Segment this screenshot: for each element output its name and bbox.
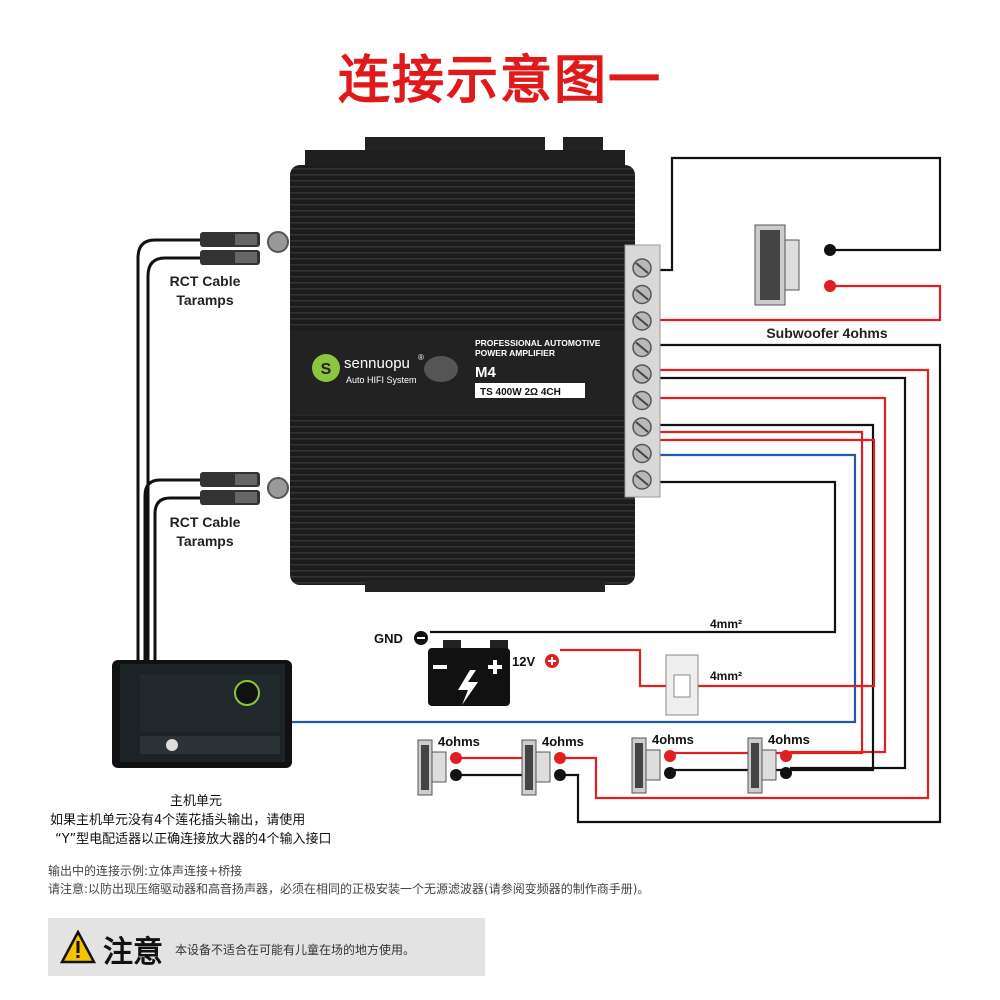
screw-slot xyxy=(635,368,649,380)
positive-terminal-icon xyxy=(780,750,792,762)
speaker-wires xyxy=(290,156,942,824)
subwoofer-icon xyxy=(754,224,836,306)
speaker4-neg-wire xyxy=(564,343,942,824)
speaker-icon: 4ohms xyxy=(747,732,810,794)
terminal-screws xyxy=(632,258,652,490)
rca-plug-icon xyxy=(200,232,260,247)
speaker-label: 4ohms xyxy=(768,732,810,747)
positive-terminal-icon xyxy=(824,280,836,292)
rca-label-line2: Taramps xyxy=(176,292,234,308)
brand-mark: ® xyxy=(418,353,424,362)
power-led-icon xyxy=(424,356,458,382)
note-line-1: 输出中的连接示例:立体声连接+桥接 xyxy=(48,864,243,878)
negative-terminal-icon xyxy=(554,769,566,781)
note-line-2: 请注意:以防出现压缩驱动器和高音扬声器，必须在相同的正极安装一个无源滤波器(请参… xyxy=(48,882,650,896)
rca-plug-icon xyxy=(200,490,260,505)
svg-text:S: S xyxy=(321,361,332,378)
rca-cables xyxy=(136,238,205,660)
negative-terminal-icon xyxy=(450,769,462,781)
positive-terminal-icon xyxy=(664,750,676,762)
amp-line1: PROFESSIONAL AUTOMOTIVE xyxy=(475,338,601,348)
power-wire xyxy=(560,438,876,688)
rca-label-line1: RCT Cable xyxy=(169,514,241,530)
battery-icon xyxy=(414,631,559,706)
head-unit-label: 主机单元 xyxy=(170,794,223,809)
brand-name: sennuopu xyxy=(344,355,410,372)
amp-line2: POWER AMPLIFIER xyxy=(475,348,555,358)
head-unit-icon xyxy=(112,660,292,768)
rca-plug-icon xyxy=(200,472,260,487)
speaker-icon: 4ohms xyxy=(417,734,480,796)
speaker-label: 4ohms xyxy=(438,734,480,749)
warning-text: 本设备不适合在可能有儿童在场的地方使用。 xyxy=(175,943,416,957)
negative-terminal-icon xyxy=(824,244,836,256)
rca-label-bottom: RCT Cable Taramps xyxy=(155,513,255,551)
wire-size-2: 4mm² xyxy=(710,669,742,683)
fuse-icon xyxy=(665,654,699,716)
speaker-label: 4ohms xyxy=(542,734,584,749)
positive-terminal-icon xyxy=(554,752,566,764)
speaker-label: 4ohms xyxy=(652,732,694,747)
speaker4-pos-wire xyxy=(564,368,930,800)
rca-label-line1: RCT Cable xyxy=(169,273,241,289)
head-unit-note-2: “Y”型电配适器以正确连接放大器的4个输入接口 xyxy=(55,832,332,847)
warning-icon xyxy=(60,930,96,964)
wire-size-1: 4mm² xyxy=(710,617,742,631)
head-unit-note-1: 如果主机单元没有4个莲花插头输出，请使用 xyxy=(50,813,306,828)
brand-sub: Auto HIFI System xyxy=(346,375,417,385)
negative-terminal-icon xyxy=(780,767,792,779)
page-title: 连接示意图一 xyxy=(337,51,662,111)
subwoofer-positive-wire xyxy=(660,284,942,322)
speaker3-neg-wire xyxy=(660,376,907,770)
brand-logo-icon: S xyxy=(312,354,340,382)
warning-box xyxy=(48,918,485,976)
rca-label-top: RCT Cable Taramps xyxy=(155,272,255,310)
amp-spec: TS 400W 2Ω 4CH xyxy=(480,387,561,398)
rca-plugs xyxy=(200,232,260,505)
negative-terminal-icon xyxy=(664,767,676,779)
speaker-icon: 4ohms xyxy=(631,732,694,794)
subwoofer-label: Subwoofer 4ohms xyxy=(766,325,888,341)
gnd-label: GND xyxy=(374,631,403,646)
screw-slot xyxy=(635,474,649,486)
ground-wire xyxy=(430,480,837,634)
amp-model: M4 xyxy=(475,364,496,381)
remote-wire xyxy=(290,453,857,724)
amplifier: S sennuopu ® Auto HIFI System PROFESSION… xyxy=(267,137,661,592)
subwoofer-negative-wire xyxy=(660,156,942,272)
screw-slot xyxy=(635,262,649,274)
speaker2-neg-wire xyxy=(660,423,875,772)
screw-slot xyxy=(635,394,649,407)
rca-label-line2: Taramps xyxy=(176,533,234,549)
speaker-icon: 4ohms xyxy=(521,734,584,796)
screw-slot xyxy=(635,288,649,301)
positive-terminal-icon xyxy=(450,752,462,764)
v12-label: 12V xyxy=(512,654,535,669)
screw-slot xyxy=(635,447,649,460)
warning-title: 注意 xyxy=(103,935,163,970)
screw-slot xyxy=(635,315,649,327)
screw-slot xyxy=(635,341,649,354)
rca-plug-icon xyxy=(200,250,260,265)
screw-slot xyxy=(635,421,649,433)
